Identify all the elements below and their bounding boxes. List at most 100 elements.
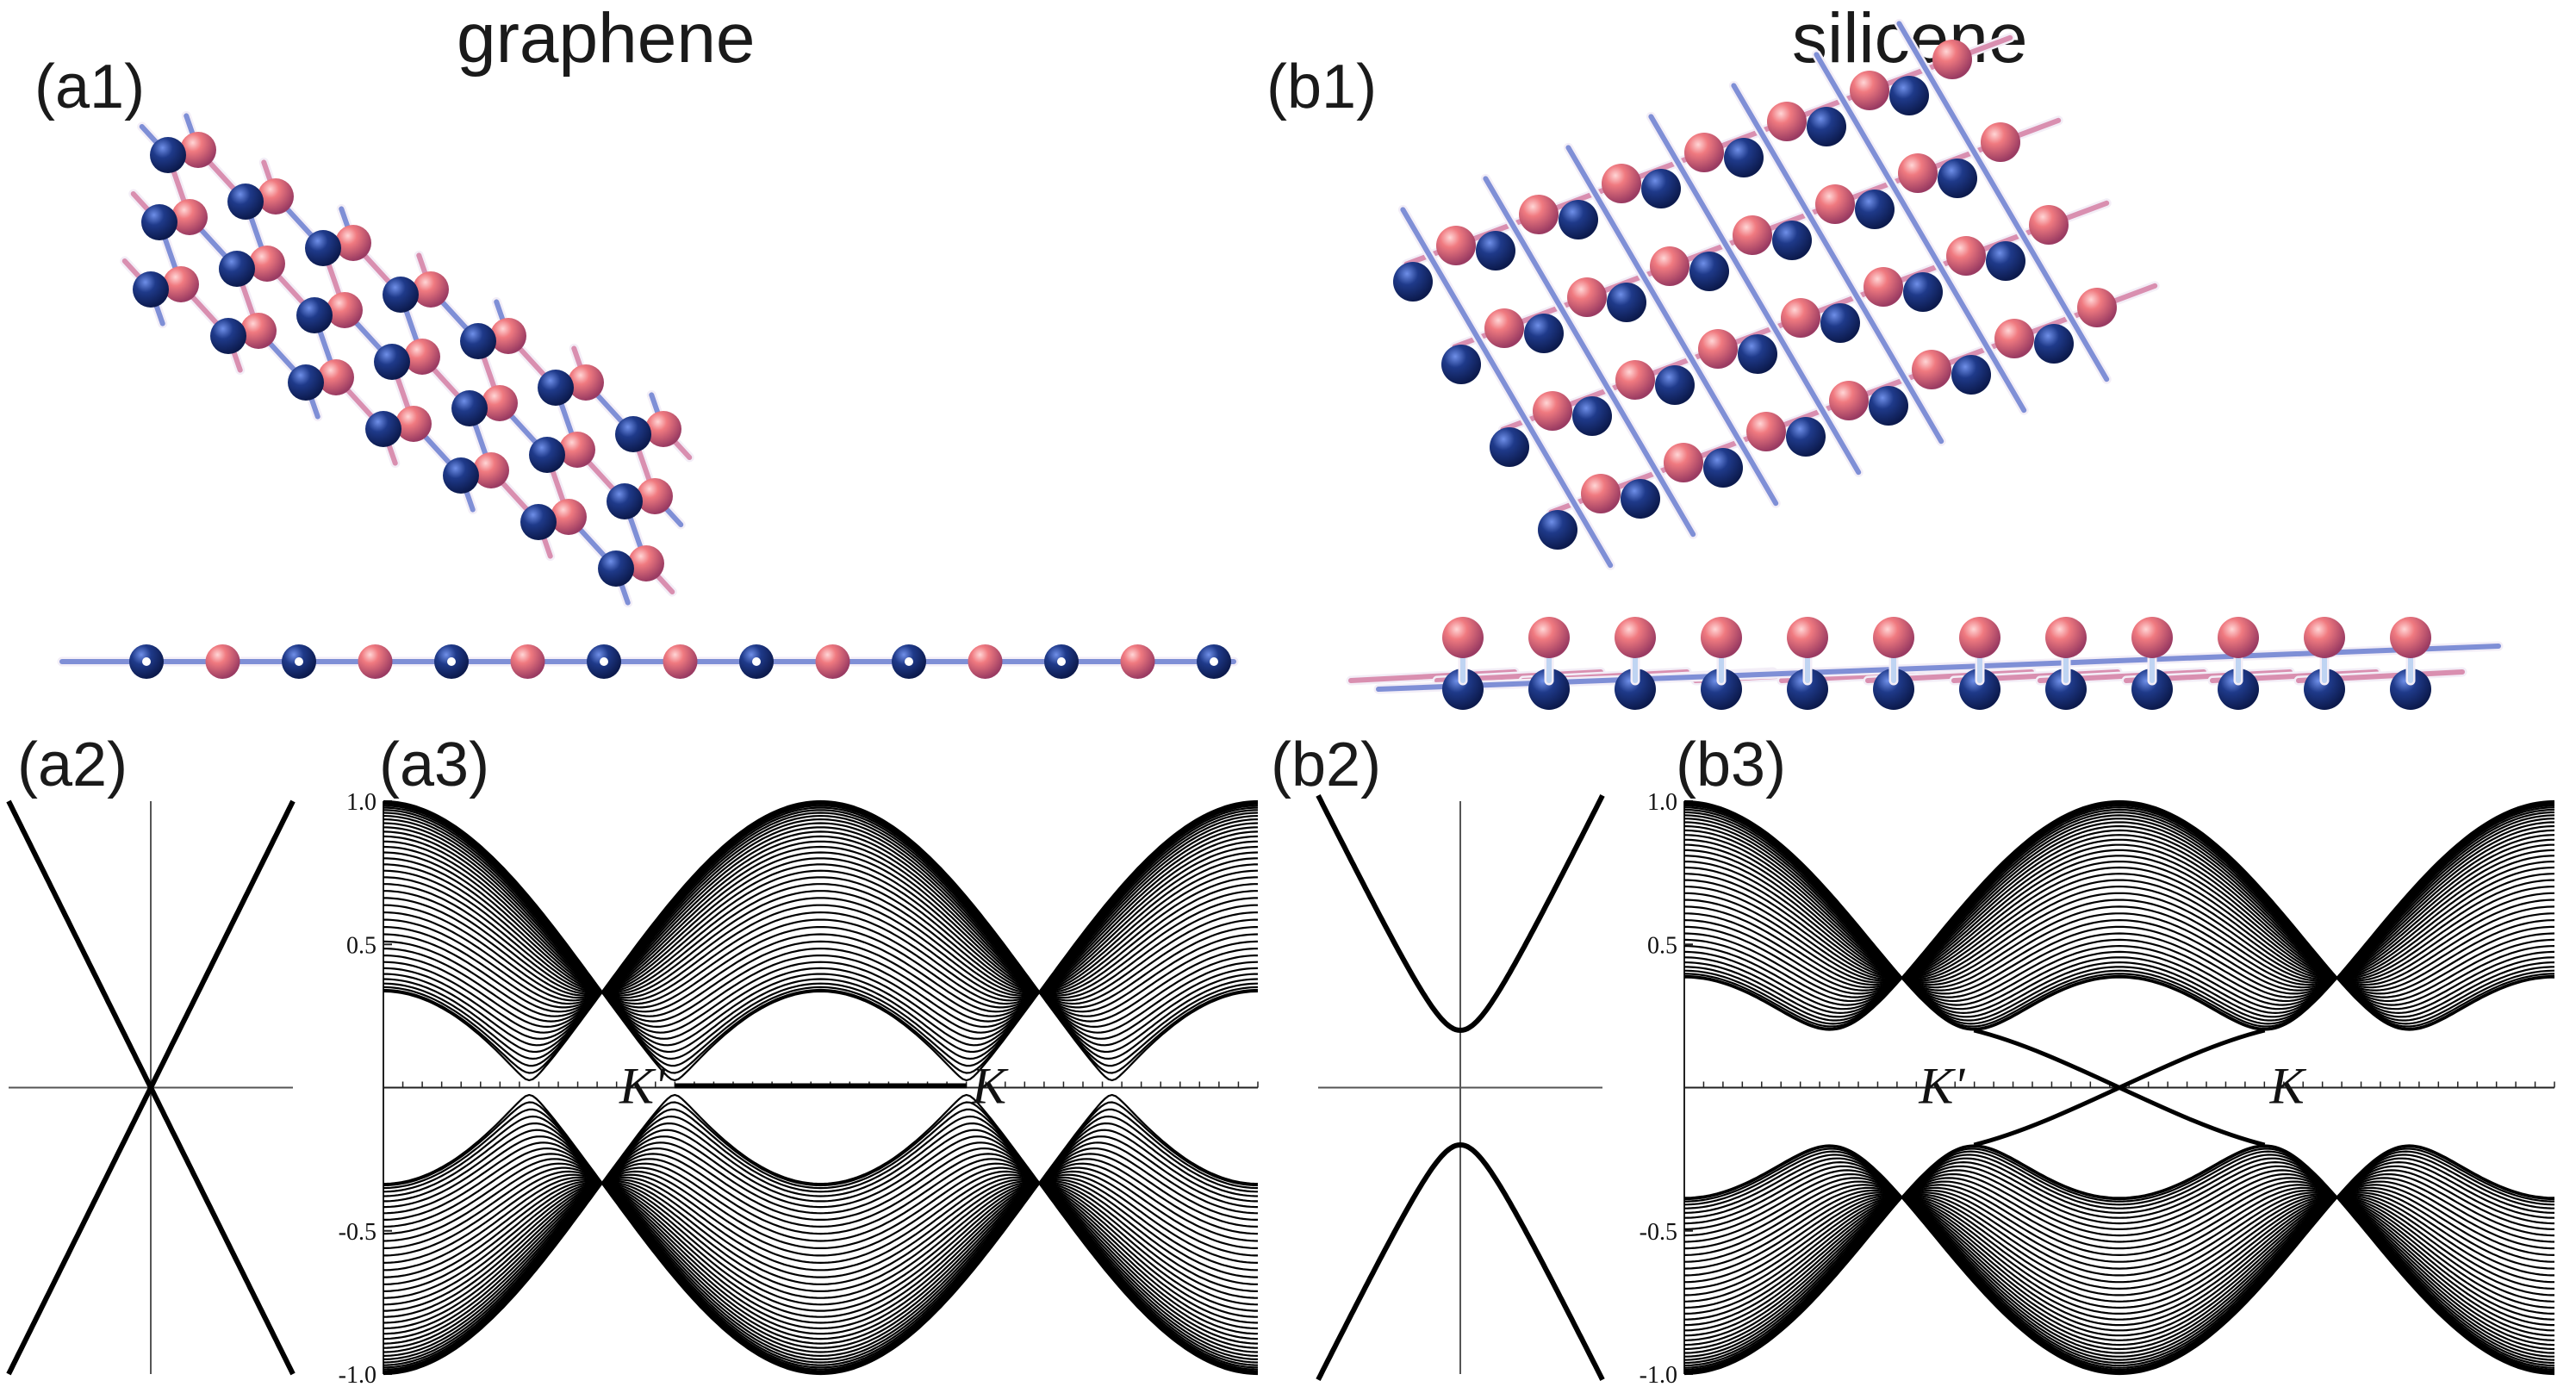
atom-sublattice-a (404, 339, 440, 375)
valence-subband (383, 1108, 1259, 1374)
conduction-subband (383, 835, 1258, 1005)
atom-sublattice-b (1787, 669, 1828, 710)
conduction-subband (383, 801, 1259, 1067)
atom-sublattice-a (968, 644, 1003, 679)
conduction-subband (1683, 814, 2555, 1006)
conduction-subband (1684, 838, 2554, 986)
atom-sublattice-b (1889, 76, 1929, 115)
atom-sublattice-a (180, 132, 216, 168)
atom-sublattice-b (1476, 231, 1515, 271)
valence-subband (1683, 1169, 2555, 1361)
atom-sublattice-b (141, 204, 177, 240)
y-tick-label: -0.5 (339, 1219, 376, 1246)
column-bond (1565, 145, 1779, 507)
valence-subband (383, 1135, 1259, 1366)
valence-subband (1684, 1177, 2554, 1354)
atom-sublattice-a (1528, 617, 1570, 658)
column-bond (1400, 207, 1614, 569)
valence-subband (383, 1170, 1259, 1340)
valence-subband (1683, 1195, 2555, 1321)
valence-subband (1683, 1160, 2555, 1367)
edge-state (1973, 1028, 2266, 1147)
column-bond (1814, 52, 2027, 414)
valence-subband (1683, 1196, 2555, 1309)
atom-sublattice-a (2029, 205, 2069, 245)
conduction-subband (1683, 804, 2555, 1022)
valence-subband (383, 1153, 1259, 1358)
atom-sublattice-b (2218, 669, 2259, 710)
atom-sublattice-a (510, 644, 545, 679)
atom-sublattice-b (210, 318, 246, 354)
atom-sublattice-a (490, 318, 526, 354)
chart-a3-band-structure: 1.00.5-0.5-1.0K'K (339, 789, 1259, 1389)
conduction-subband (383, 822, 1259, 1017)
panel-label-b1: (b1) (1266, 53, 1377, 121)
atom-sublattice-a (1787, 617, 1828, 658)
conduction-band (1316, 794, 1605, 1034)
atom-sublattice-a (2304, 617, 2345, 658)
valence-subband (1684, 1172, 2554, 1358)
atom-sublattice-a (1436, 226, 1476, 265)
atom-sublattice-a (258, 178, 294, 215)
valence-subband (383, 1180, 1258, 1318)
atom-sublattice-a (1898, 153, 1938, 193)
conduction-subband (383, 851, 1258, 997)
conduction-subband (1684, 861, 2554, 979)
valence-band (1316, 1141, 1605, 1381)
atom-sublattice-a (1650, 246, 1689, 286)
atom-highlight (295, 657, 303, 666)
valence-subband (1683, 1165, 2555, 1365)
atom-sublattice-b (615, 416, 651, 452)
valence-subband (383, 1093, 1259, 1376)
chart-a2-dispersion (6, 799, 296, 1376)
atom-sublattice-a (1602, 164, 1641, 203)
y-tick-label: -0.5 (1640, 1219, 1677, 1246)
conduction-subband (1683, 808, 2555, 1015)
conduction-subband (1684, 824, 2554, 995)
valence-subband (383, 1182, 1259, 1306)
y-tick-label: 0.5 (346, 932, 376, 959)
atom-sublattice-a (171, 199, 208, 235)
column-bond (1648, 114, 1862, 476)
atom-sublattice-a (1698, 329, 1738, 369)
atom-highlight (1057, 657, 1066, 666)
atom-sublattice-a (1932, 40, 1972, 79)
atom-sublattice-a (1746, 412, 1786, 451)
atom-sublattice-b (1641, 169, 1681, 208)
atom-sublattice-b (2045, 669, 2087, 710)
atom-sublattice-a (1567, 277, 1607, 317)
conduction-subband (383, 845, 1258, 999)
conduction-subband (383, 812, 1259, 1034)
atom-sublattice-b (1903, 272, 1943, 312)
valence-subband (383, 1178, 1258, 1324)
valence-subband (383, 1141, 1259, 1364)
conduction-subband (1684, 849, 2554, 982)
conduction-subband (383, 857, 1259, 995)
atom-highlight (905, 657, 913, 666)
valence-subband (383, 1170, 1258, 1340)
y-tick-label: 0.5 (1647, 932, 1677, 959)
conduction-subband (1683, 829, 2555, 992)
valence-subband (1683, 1186, 2555, 1341)
valence-subband (383, 1129, 1258, 1369)
atom-sublattice-b (1442, 669, 1484, 710)
y-tick-label: -1.0 (339, 1362, 376, 1389)
valence-subband (1683, 1172, 2555, 1358)
atom-sublattice-a (1873, 617, 1914, 658)
valence-subband (383, 1122, 1259, 1371)
valence-subband (1684, 1186, 2554, 1341)
silicene-lattice-side-view (1346, 617, 2504, 710)
conduction-subband (1683, 801, 2555, 1028)
valence-subband (383, 1153, 1259, 1357)
atom-sublattice-a (663, 644, 698, 679)
valence-subband (1683, 1180, 2555, 1351)
atom-sublattice-a (2390, 617, 2431, 658)
valence-subband (1684, 1196, 2554, 1315)
atom-sublattice-b (598, 550, 634, 587)
atom-sublattice-a (1733, 215, 1772, 255)
conduction-subband (383, 814, 1258, 1029)
conduction-subband (1683, 834, 2555, 989)
valence-subband (1683, 1157, 2555, 1369)
atom-sublattice-b (1807, 107, 1846, 146)
atom-sublattice-a (645, 411, 681, 447)
